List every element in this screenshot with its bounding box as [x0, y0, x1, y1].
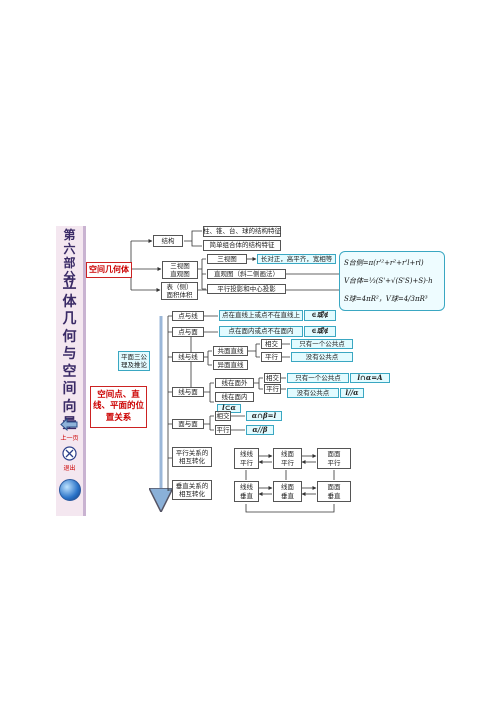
line-outside-plane: 线在面外 [215, 378, 254, 388]
ll-one-common: 只有一个公共点 [291, 339, 353, 349]
pp-intersect: 相交 [215, 411, 231, 421]
parallel-transform-node: 平行关系的 相互转化 [172, 447, 212, 467]
section-char: 第 [63, 228, 76, 242]
exit-label[interactable]: 退出 [63, 465, 76, 472]
slide: 第 六 部 分 立 体 几 何 与 空 间 向 量 上一页 退出 [56, 226, 447, 516]
frustum-area-formula: S台侧=π(r'²+r²+r'l+rl) [344, 259, 424, 267]
connector-lines [130, 230, 339, 513]
sidebar: 第 六 部 分 立 体 几 何 与 空 间 向 量 上一页 退出 [56, 226, 86, 516]
pp-parallel: 平行 [215, 425, 231, 435]
point-line-desc: 点在直线上或点不在直线上 [219, 310, 303, 321]
ll-no-common: 没有公共点 [291, 352, 353, 362]
line-line-node: 线与线 [172, 352, 204, 362]
topic-char: 体 [62, 293, 77, 310]
surface-volume-node: 表（侧） 面积体积 [161, 282, 198, 300]
vt-line-line: 线线 垂直 [234, 481, 259, 502]
skew-lines: 异面直线 [213, 360, 248, 370]
point-plane-node: 点与面 [172, 327, 204, 337]
point-plane-desc: 点在面内或点不在面内 [219, 326, 303, 337]
exit-icon[interactable] [62, 446, 77, 461]
line-plane-node: 线与面 [172, 387, 204, 397]
ll-intersect: 相交 [261, 339, 282, 349]
lp-no-symbol: l//α [340, 388, 364, 398]
topic-char: 何 [62, 328, 77, 345]
section-label: 第 六 部 分 [59, 228, 80, 284]
vt-plane-plane: 面面 垂直 [317, 481, 351, 502]
section-char: 部 [63, 256, 76, 270]
topic-char: 向 [62, 398, 77, 415]
frustum-volume-formula: V台体=⅓(S'+√(S'S)+S)·h [344, 277, 433, 285]
three-view-item: 直观图（斜二侧画法） [207, 269, 286, 279]
pt-line-plane: 线面 平行 [273, 448, 302, 469]
formula-panel: S台侧=π(r'²+r²+r'l+rl) V台体=⅓(S'+√(S'S)+S)·… [339, 251, 445, 311]
lp-one-common: 只有一个公共点 [287, 373, 349, 383]
lp-parallel: 平行 [264, 384, 281, 394]
perp-transform-node: 垂直关系的 相互转化 [172, 480, 212, 500]
axioms-node: 平面三公 理及推论 [118, 351, 150, 371]
sphere-formula: S球=4πR²，V球=4/3πR³ [344, 295, 428, 303]
point-line-node: 点与线 [172, 311, 204, 321]
ll-parallel: 平行 [261, 352, 282, 362]
coplanar-lines: 共面直线 [213, 346, 248, 356]
structure-item: 简单组合体的结构特征 [203, 240, 281, 251]
three-view-item: 平行投影和中心投影 [207, 284, 286, 294]
lp-no-common: 没有公共点 [287, 388, 339, 398]
three-view-node: 三视图 直观图 [162, 261, 198, 279]
globe-icon[interactable] [59, 479, 81, 501]
prev-arrow-icon[interactable] [60, 418, 78, 431]
structure-item: 柱、锥、台、球的结构特征 [203, 226, 281, 237]
pt-line-line: 线线 平行 [234, 448, 259, 469]
topic-char: 空 [62, 363, 77, 380]
topic-char: 间 [62, 381, 77, 397]
three-view-note: 长对正，高平齐，宽相等 [257, 254, 336, 264]
lp-intersect: 相交 [264, 373, 281, 383]
topic-char: 几 [62, 311, 77, 327]
vt-line-plane: 线面 垂直 [273, 481, 302, 502]
space-geometry-root: 空间几何体 [86, 262, 132, 278]
section-char: 六 [63, 242, 76, 256]
point-line-symbol: ∈或∉ [304, 310, 336, 321]
three-view-item: 三视图 [207, 254, 247, 264]
topic-char: 立 [62, 276, 77, 292]
pp-parallel-symbol: α//β [246, 425, 274, 435]
pt-plane-plane: 面面 平行 [317, 448, 351, 469]
lp-one-symbol: l∩α=A [350, 373, 390, 383]
plane-plane-node: 面与面 [172, 419, 204, 429]
relation-root: 空间点、直线、平面的位置关系 [90, 386, 147, 428]
line-inside-plane: 线在面内 [215, 392, 254, 402]
topic-char: 与 [62, 346, 77, 362]
section-char: 分 [63, 270, 76, 284]
structure-node: 结构 [153, 235, 183, 247]
pp-intersect-symbol: α∩β=l [246, 411, 282, 421]
prev-page-label[interactable]: 上一页 [60, 435, 79, 442]
point-plane-symbol: ∈或∉ [304, 326, 336, 337]
